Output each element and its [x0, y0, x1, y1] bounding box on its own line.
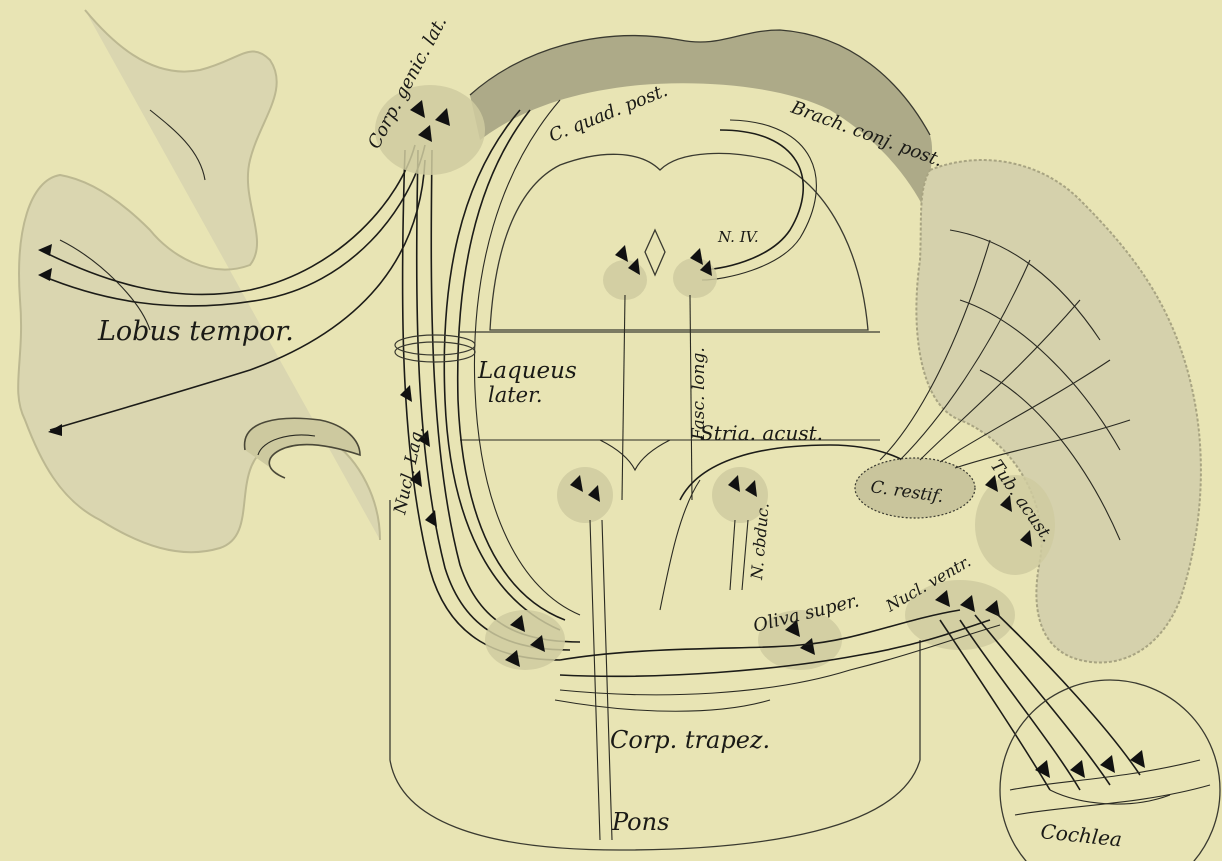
midbrain-section: [460, 153, 880, 332]
quadrigeminal-roof: [470, 30, 932, 210]
label-n-iv: N. IV.: [717, 228, 759, 246]
label-laqueus-1: Laqueus: [477, 358, 577, 384]
temporal-lobe: [18, 10, 380, 552]
label-stria-acust: Stria. acust.: [700, 421, 823, 445]
label-corp-trapez: Corp. trapez.: [610, 726, 770, 754]
brachium-fibers: [700, 120, 816, 280]
label-cochlea: Cochlea: [1039, 819, 1123, 851]
label-lobus-tempor: Lobus tempor.: [97, 316, 294, 347]
label-nucl-laq: Nucl. Laq.: [390, 425, 428, 517]
nucl-laq-cells: [400, 385, 565, 670]
label-pons: Pons: [611, 808, 669, 836]
label-laqueus-2: later.: [488, 383, 543, 407]
abducens-nuclei: [557, 467, 768, 840]
